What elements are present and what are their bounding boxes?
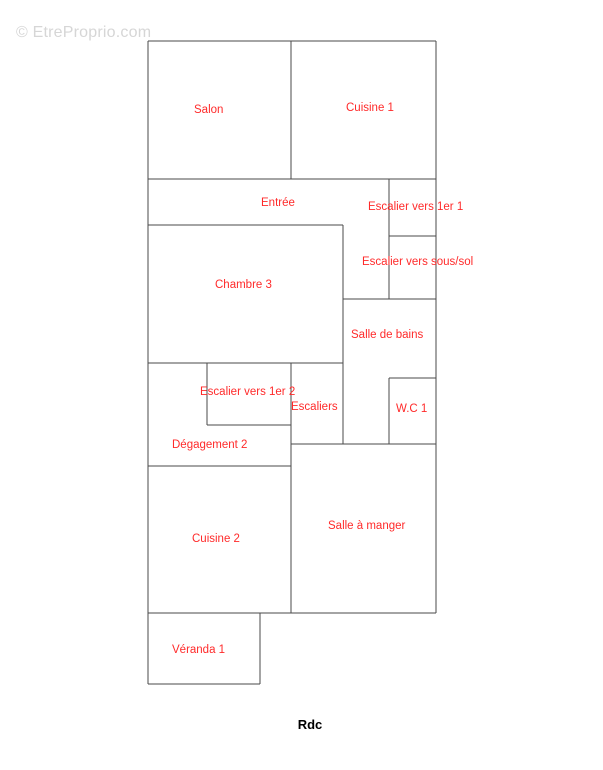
watermark: © EtreProprio.com bbox=[16, 24, 152, 41]
room-label-chambre-3: Chambre 3 bbox=[215, 279, 272, 291]
room-label-degagement-2: Dégagement 2 bbox=[172, 439, 247, 451]
room-label-salle-a-manger: Salle à manger bbox=[328, 520, 406, 532]
room-label-escalier-1: Escalier vers 1er 1 bbox=[368, 201, 463, 213]
level-label: Rdc bbox=[297, 717, 323, 732]
room-label-entree: Entrée bbox=[261, 197, 295, 209]
room-label-cuisine-2: Cuisine 2 bbox=[192, 533, 240, 545]
room-label-salle-de-bains: Salle de bains bbox=[351, 329, 423, 341]
walls bbox=[147, 40, 437, 685]
room-label-cuisine-1: Cuisine 1 bbox=[346, 102, 394, 114]
room-label-wc-1: W.C 1 bbox=[396, 403, 427, 415]
room-label-veranda-1: Véranda 1 bbox=[172, 644, 225, 656]
room-labels: Salon Cuisine 1 Entrée Escalier vers 1er… bbox=[172, 102, 473, 656]
room-label-salon: Salon bbox=[194, 104, 223, 116]
room-label-escaliers: Escaliers bbox=[291, 401, 338, 413]
room-label-escalier-sous-sol: Escalier vers sous/sol bbox=[362, 256, 473, 268]
room-label-escalier-2: Escalier vers 1er 2 bbox=[200, 386, 295, 398]
